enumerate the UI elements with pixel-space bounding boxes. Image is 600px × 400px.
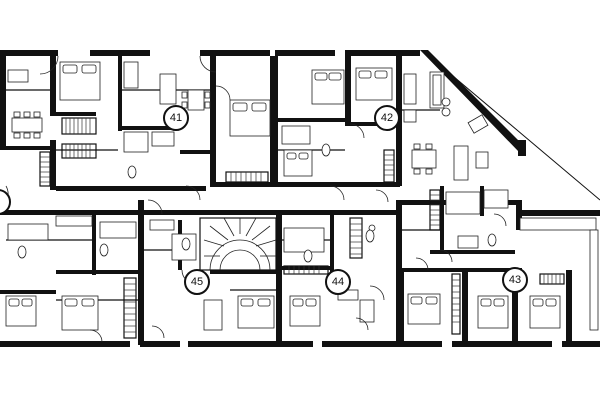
dining-table bbox=[181, 89, 211, 111]
bed bbox=[59, 61, 101, 101]
unit-marker-41: 41 bbox=[163, 105, 189, 131]
unit-label-41: 41 bbox=[170, 112, 182, 124]
wardrobes bbox=[39, 117, 565, 339]
unit-marker-42: 42 bbox=[374, 105, 400, 131]
dining-table bbox=[411, 143, 437, 175]
interior-walls bbox=[0, 50, 572, 345]
wardrobe bbox=[123, 277, 137, 339]
bed bbox=[229, 99, 271, 137]
wardrobe bbox=[61, 117, 97, 135]
unit-label-44: 44 bbox=[332, 276, 344, 288]
living-furniture bbox=[159, 71, 489, 331]
wardrobe bbox=[383, 149, 395, 183]
wardrobe bbox=[349, 217, 363, 259]
bed bbox=[355, 67, 393, 101]
unit-marker-44: 44 bbox=[325, 269, 351, 295]
unit-marker-43: 43 bbox=[502, 267, 528, 293]
wardrobe bbox=[283, 265, 329, 275]
exterior-walls bbox=[0, 50, 600, 347]
unit-marker-partial bbox=[0, 189, 11, 215]
bed bbox=[477, 295, 509, 329]
bed bbox=[529, 295, 561, 329]
bed bbox=[311, 69, 345, 105]
wardrobe bbox=[451, 273, 461, 335]
wardrobe bbox=[225, 171, 269, 183]
bed bbox=[5, 295, 37, 327]
wardrobe bbox=[429, 189, 441, 231]
staircase bbox=[199, 217, 277, 271]
bed bbox=[61, 295, 99, 331]
sofa bbox=[429, 71, 445, 109]
unit-label-45: 45 bbox=[191, 276, 203, 288]
bed bbox=[289, 295, 321, 327]
beds bbox=[5, 61, 561, 331]
unit-marker-45: 45 bbox=[184, 269, 210, 295]
bathroom-fixtures bbox=[7, 73, 509, 263]
kitchens bbox=[7, 61, 599, 331]
bed bbox=[237, 295, 275, 329]
wardrobe bbox=[39, 151, 51, 187]
bed bbox=[283, 149, 313, 177]
unit-label-42: 42 bbox=[381, 112, 393, 124]
wardrobe bbox=[61, 143, 97, 159]
unit-label-43: 43 bbox=[509, 274, 521, 286]
wardrobe bbox=[539, 273, 565, 285]
bed bbox=[407, 293, 441, 325]
dining-tables bbox=[11, 89, 437, 175]
dining-table bbox=[11, 111, 43, 139]
